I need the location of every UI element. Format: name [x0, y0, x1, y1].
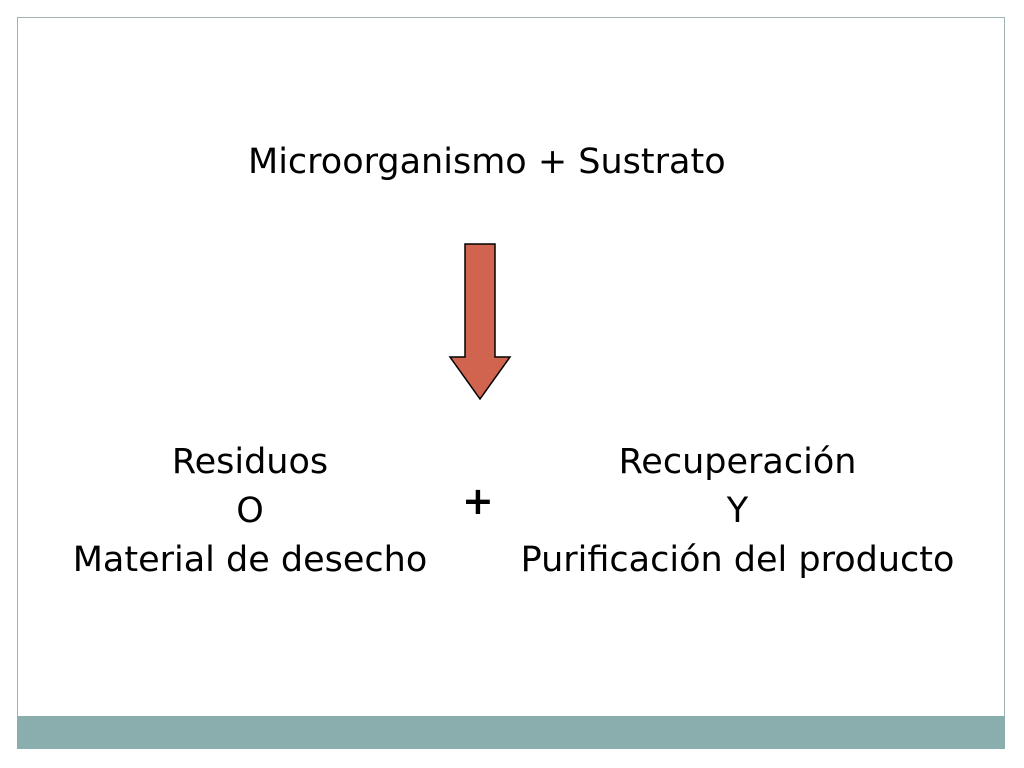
left-line-2: O [236, 491, 264, 531]
plus-connector: + [462, 479, 494, 523]
right-line-2: Y [726, 491, 749, 531]
right-line-1: Recuperación [618, 442, 857, 482]
left-line-3: Material de desecho [72, 540, 428, 580]
right-line-3: Purificación del producto [520, 540, 955, 580]
top-label: Microorganismo + Sustrato [248, 142, 726, 182]
slide-frame [17, 17, 1005, 749]
left-outcome: Residuos O Material de desecho [50, 438, 450, 585]
right-outcome: Recuperación Y Purificación del producto [500, 438, 975, 585]
down-arrow-icon [448, 243, 512, 400]
left-line-1: Residuos [171, 442, 329, 482]
footer-bar [17, 716, 1005, 749]
